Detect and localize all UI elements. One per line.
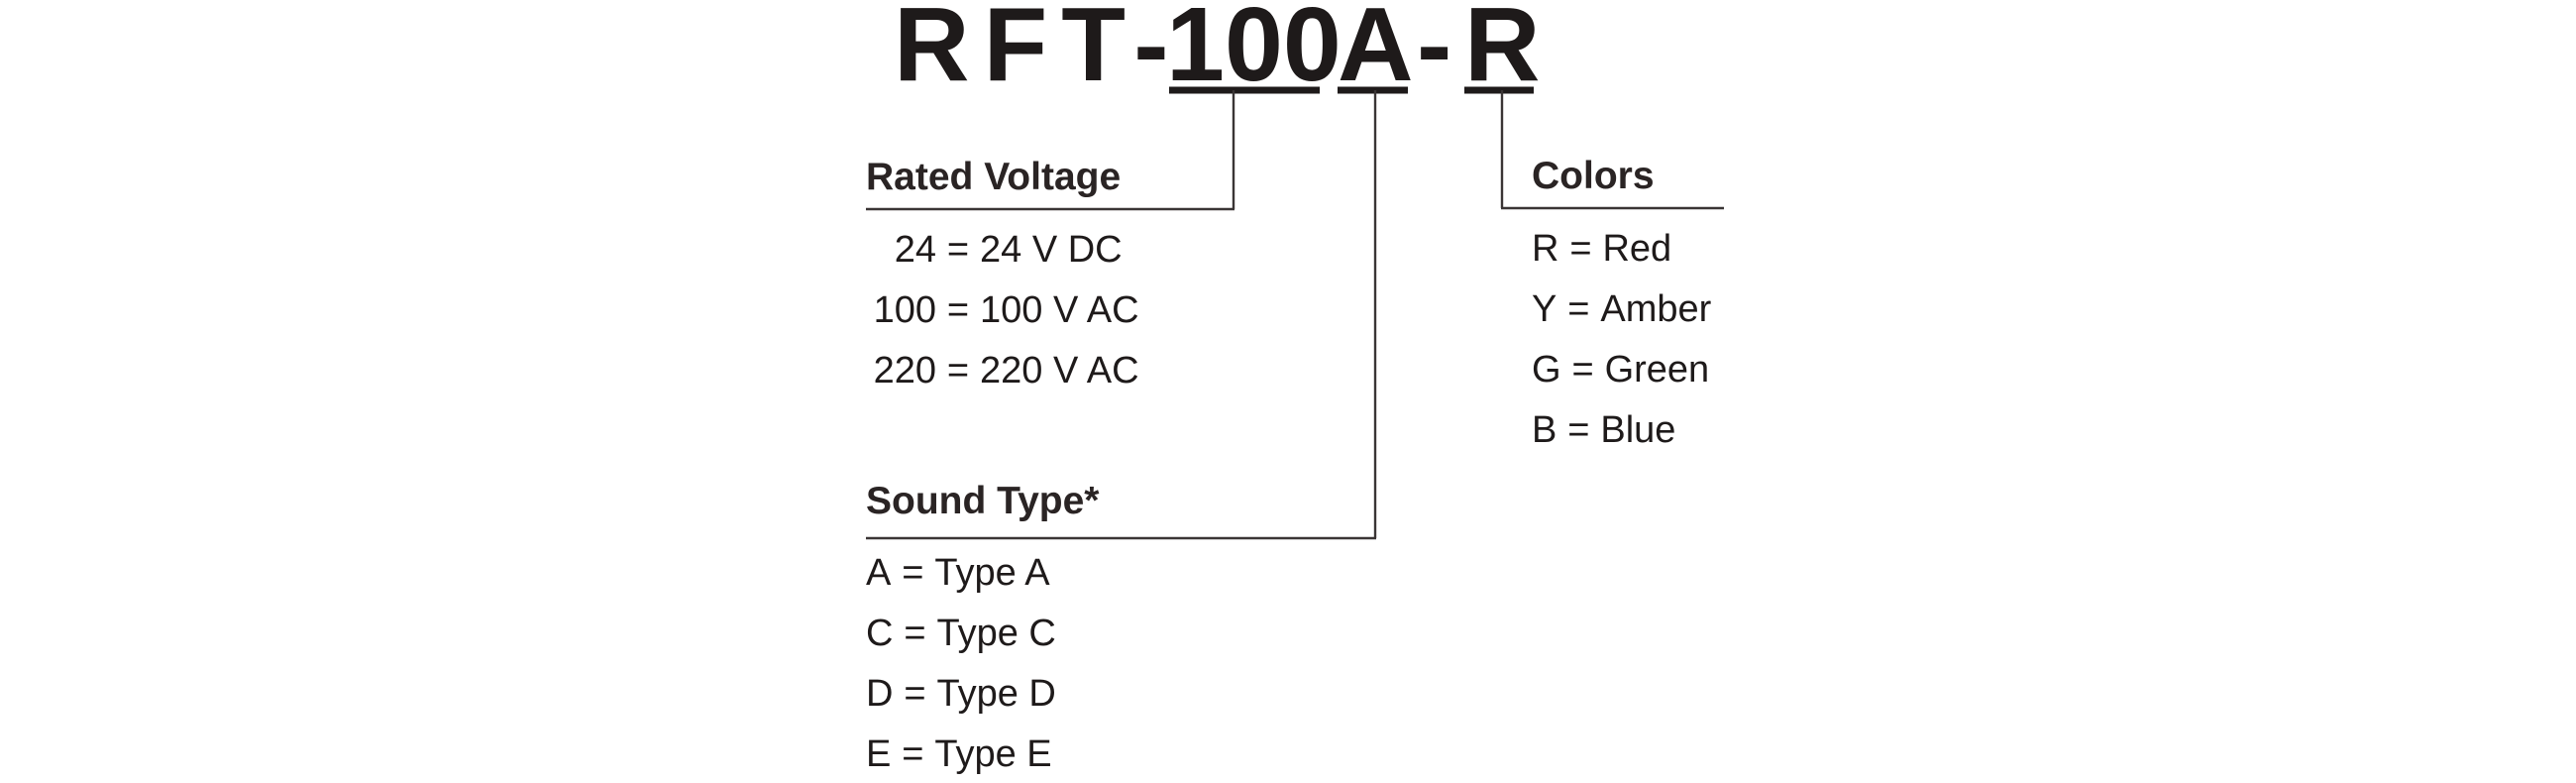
option-code: A: [866, 552, 892, 594]
option-equals: =: [946, 350, 970, 392]
rated-voltage-option: 220=220 V AC: [866, 349, 1139, 392]
sound-type-option: C=Type C: [866, 612, 1056, 655]
color-option: G=Green: [1532, 348, 1709, 392]
rated-voltage-option: 100=100 V AC: [866, 288, 1139, 332]
option-code: 220: [873, 350, 936, 392]
option-equals: =: [946, 289, 970, 331]
option-code: C: [866, 613, 894, 654]
option-code: D: [866, 673, 894, 715]
model-prefix: RFT-: [894, 0, 1183, 103]
option-code: 100: [873, 289, 936, 331]
option-description: Amber: [1600, 288, 1712, 330]
sound-type-option: A=Type A: [866, 551, 1050, 595]
option-equals: =: [1571, 349, 1594, 391]
option-description: Type A: [934, 552, 1050, 594]
option-equals: =: [946, 229, 970, 271]
option-equals: =: [904, 613, 926, 654]
option-code: 24: [894, 229, 936, 271]
option-equals: =: [902, 733, 924, 775]
option-code: B: [1532, 409, 1557, 451]
color-option: Y=Amber: [1532, 287, 1711, 331]
model-voltage-code: 100: [1166, 0, 1342, 103]
color-option: R=Red: [1532, 227, 1671, 271]
option-code: E: [866, 733, 892, 775]
sound-type-option: D=Type D: [866, 672, 1056, 716]
option-code: R: [1532, 228, 1559, 270]
sound-type-option: E=Type E: [866, 732, 1052, 776]
option-description: 220 V AC: [980, 350, 1139, 392]
option-description: Type E: [934, 733, 1052, 775]
option-code: G: [1532, 349, 1561, 391]
option-description: Red: [1602, 228, 1672, 270]
sound-type-heading: Sound Type*: [866, 480, 1100, 522]
colors-heading: Colors: [1532, 155, 1655, 197]
option-description: 100 V AC: [980, 289, 1139, 331]
option-description: Green: [1604, 349, 1710, 391]
option-code: Y: [1532, 288, 1557, 330]
option-description: Type D: [936, 673, 1056, 715]
model-color-code: R: [1464, 0, 1541, 103]
model-separator: -: [1417, 0, 1452, 103]
option-description: Type C: [936, 613, 1056, 654]
option-equals: =: [904, 673, 926, 715]
rated-voltage-option: 24=24 V DC: [866, 228, 1123, 272]
option-description: Blue: [1600, 409, 1676, 451]
option-equals: =: [1567, 288, 1590, 330]
option-equals: =: [902, 552, 924, 594]
option-description: 24 V DC: [980, 229, 1123, 271]
option-equals: =: [1569, 228, 1592, 270]
color-option: B=Blue: [1532, 408, 1675, 452]
model-sound-code: A: [1338, 0, 1414, 103]
rated-voltage-heading: Rated Voltage: [866, 156, 1122, 198]
option-equals: =: [1567, 409, 1590, 451]
